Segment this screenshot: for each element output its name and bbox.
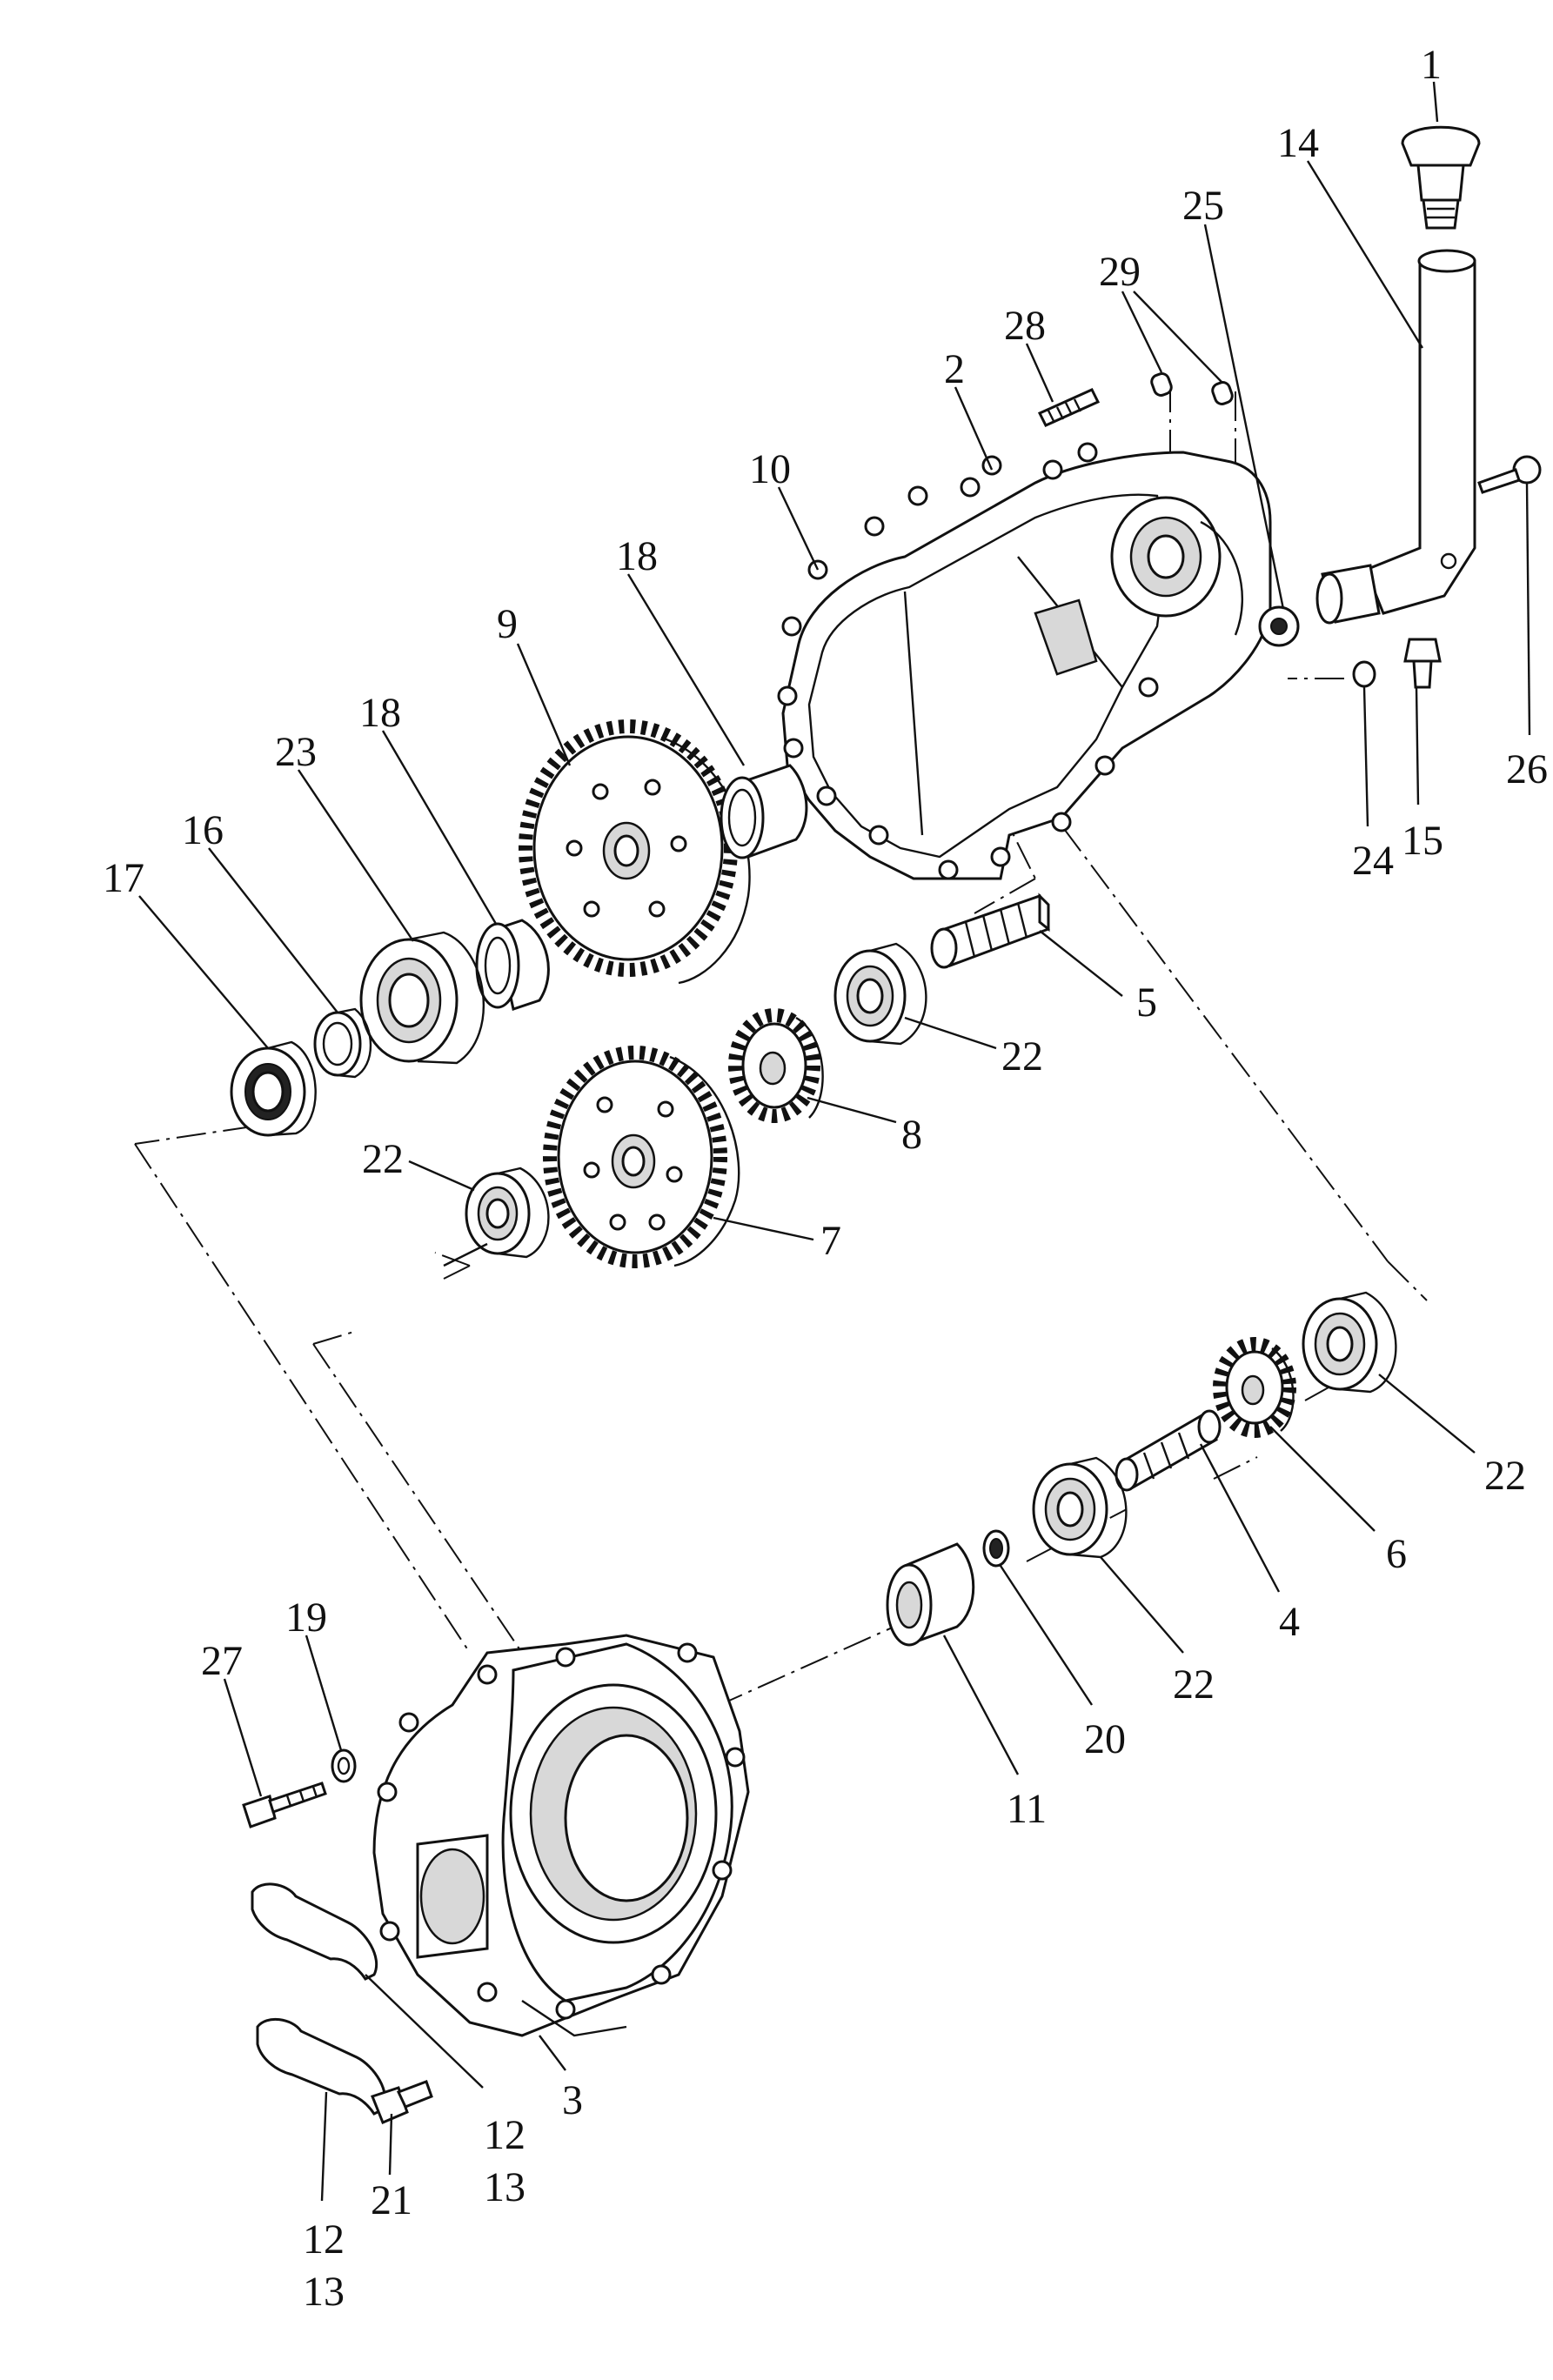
stud-bolt-28 bbox=[1037, 388, 1101, 427]
bushing-18-lower bbox=[475, 919, 550, 1011]
coupling-11 bbox=[886, 1542, 975, 1647]
filler-pipe-14 bbox=[1315, 249, 1476, 625]
callout-5: 5 bbox=[1136, 979, 1157, 1026]
callout-1: 1 bbox=[1421, 42, 1442, 88]
callout-3: 3 bbox=[562, 2077, 583, 2123]
callout-25: 25 bbox=[1182, 183, 1224, 229]
bolt-26 bbox=[1477, 455, 1542, 494]
callout-29: 29 bbox=[1099, 249, 1141, 295]
callout-22-right: 22 bbox=[1484, 1453, 1526, 1499]
dowel-pins-29 bbox=[1150, 372, 1234, 405]
drain-plug-21 bbox=[371, 2080, 433, 2124]
pinion-gear-8 bbox=[728, 1008, 824, 1123]
washer-19 bbox=[331, 1748, 357, 1783]
callout-28: 28 bbox=[1004, 303, 1046, 349]
shaft-5 bbox=[930, 892, 1050, 969]
callout-13-upper: 13 bbox=[484, 2164, 525, 2210]
circlip-20 bbox=[982, 1529, 1010, 1568]
bushing-18-upper bbox=[720, 764, 808, 859]
callout-22-bottom: 22 bbox=[1173, 1661, 1215, 1708]
callout-24: 24 bbox=[1352, 838, 1394, 884]
callout-12-lower: 12 bbox=[303, 2216, 345, 2263]
shim-12-13-lower bbox=[256, 2017, 387, 2116]
leader-lines bbox=[138, 81, 1531, 2202]
callout-19: 19 bbox=[285, 1594, 327, 1641]
callout-10: 10 bbox=[749, 446, 791, 492]
filler-cap-1 bbox=[1401, 125, 1481, 230]
upper-housing-cover bbox=[777, 442, 1300, 880]
callout-labels: 1 14 25 29 28 2 10 18 9 18 23 16 17 26 1… bbox=[103, 42, 1548, 2315]
plug-15 bbox=[1403, 638, 1442, 689]
callout-7: 7 bbox=[820, 1218, 841, 1264]
bearing-22-bottom bbox=[1032, 1456, 1128, 1559]
callout-20: 20 bbox=[1084, 1716, 1126, 1762]
gear-6 bbox=[1213, 1337, 1296, 1438]
callout-18-lower: 18 bbox=[359, 690, 401, 736]
callout-22-upper: 22 bbox=[1001, 1033, 1043, 1080]
callout-2: 2 bbox=[944, 346, 965, 392]
gear-7 bbox=[543, 1046, 740, 1268]
callout-9: 9 bbox=[497, 601, 518, 647]
callout-21: 21 bbox=[371, 2177, 412, 2223]
bearing-22-right bbox=[1302, 1291, 1397, 1394]
callout-16: 16 bbox=[182, 807, 224, 853]
callout-22-left: 22 bbox=[362, 1136, 404, 1182]
oil-seal-17 bbox=[230, 1040, 317, 1137]
shaft-4 bbox=[1115, 1409, 1222, 1492]
callout-11: 11 bbox=[1007, 1786, 1047, 1832]
callout-12-upper: 12 bbox=[484, 2112, 525, 2158]
shim-12-13-upper bbox=[251, 1882, 378, 1981]
bearing-23 bbox=[359, 931, 485, 1065]
callout-13-lower: 13 bbox=[303, 2269, 345, 2315]
callout-15: 15 bbox=[1402, 818, 1443, 864]
callout-6: 6 bbox=[1386, 1531, 1407, 1577]
callout-26: 26 bbox=[1506, 746, 1548, 792]
bearing-22-left bbox=[465, 1167, 550, 1259]
bearing-22-upper bbox=[833, 942, 927, 1046]
callout-8: 8 bbox=[901, 1112, 922, 1158]
callout-4: 4 bbox=[1279, 1599, 1300, 1645]
callout-23: 23 bbox=[275, 729, 317, 775]
callout-18-upper: 18 bbox=[616, 533, 658, 579]
lower-housing-3 bbox=[372, 1634, 750, 2037]
bolt-27 bbox=[242, 1782, 327, 1828]
callout-17: 17 bbox=[103, 855, 144, 901]
washer-24 bbox=[1352, 660, 1376, 688]
gear-9 bbox=[519, 719, 751, 985]
callout-27: 27 bbox=[201, 1638, 243, 1684]
callout-14: 14 bbox=[1277, 120, 1319, 166]
